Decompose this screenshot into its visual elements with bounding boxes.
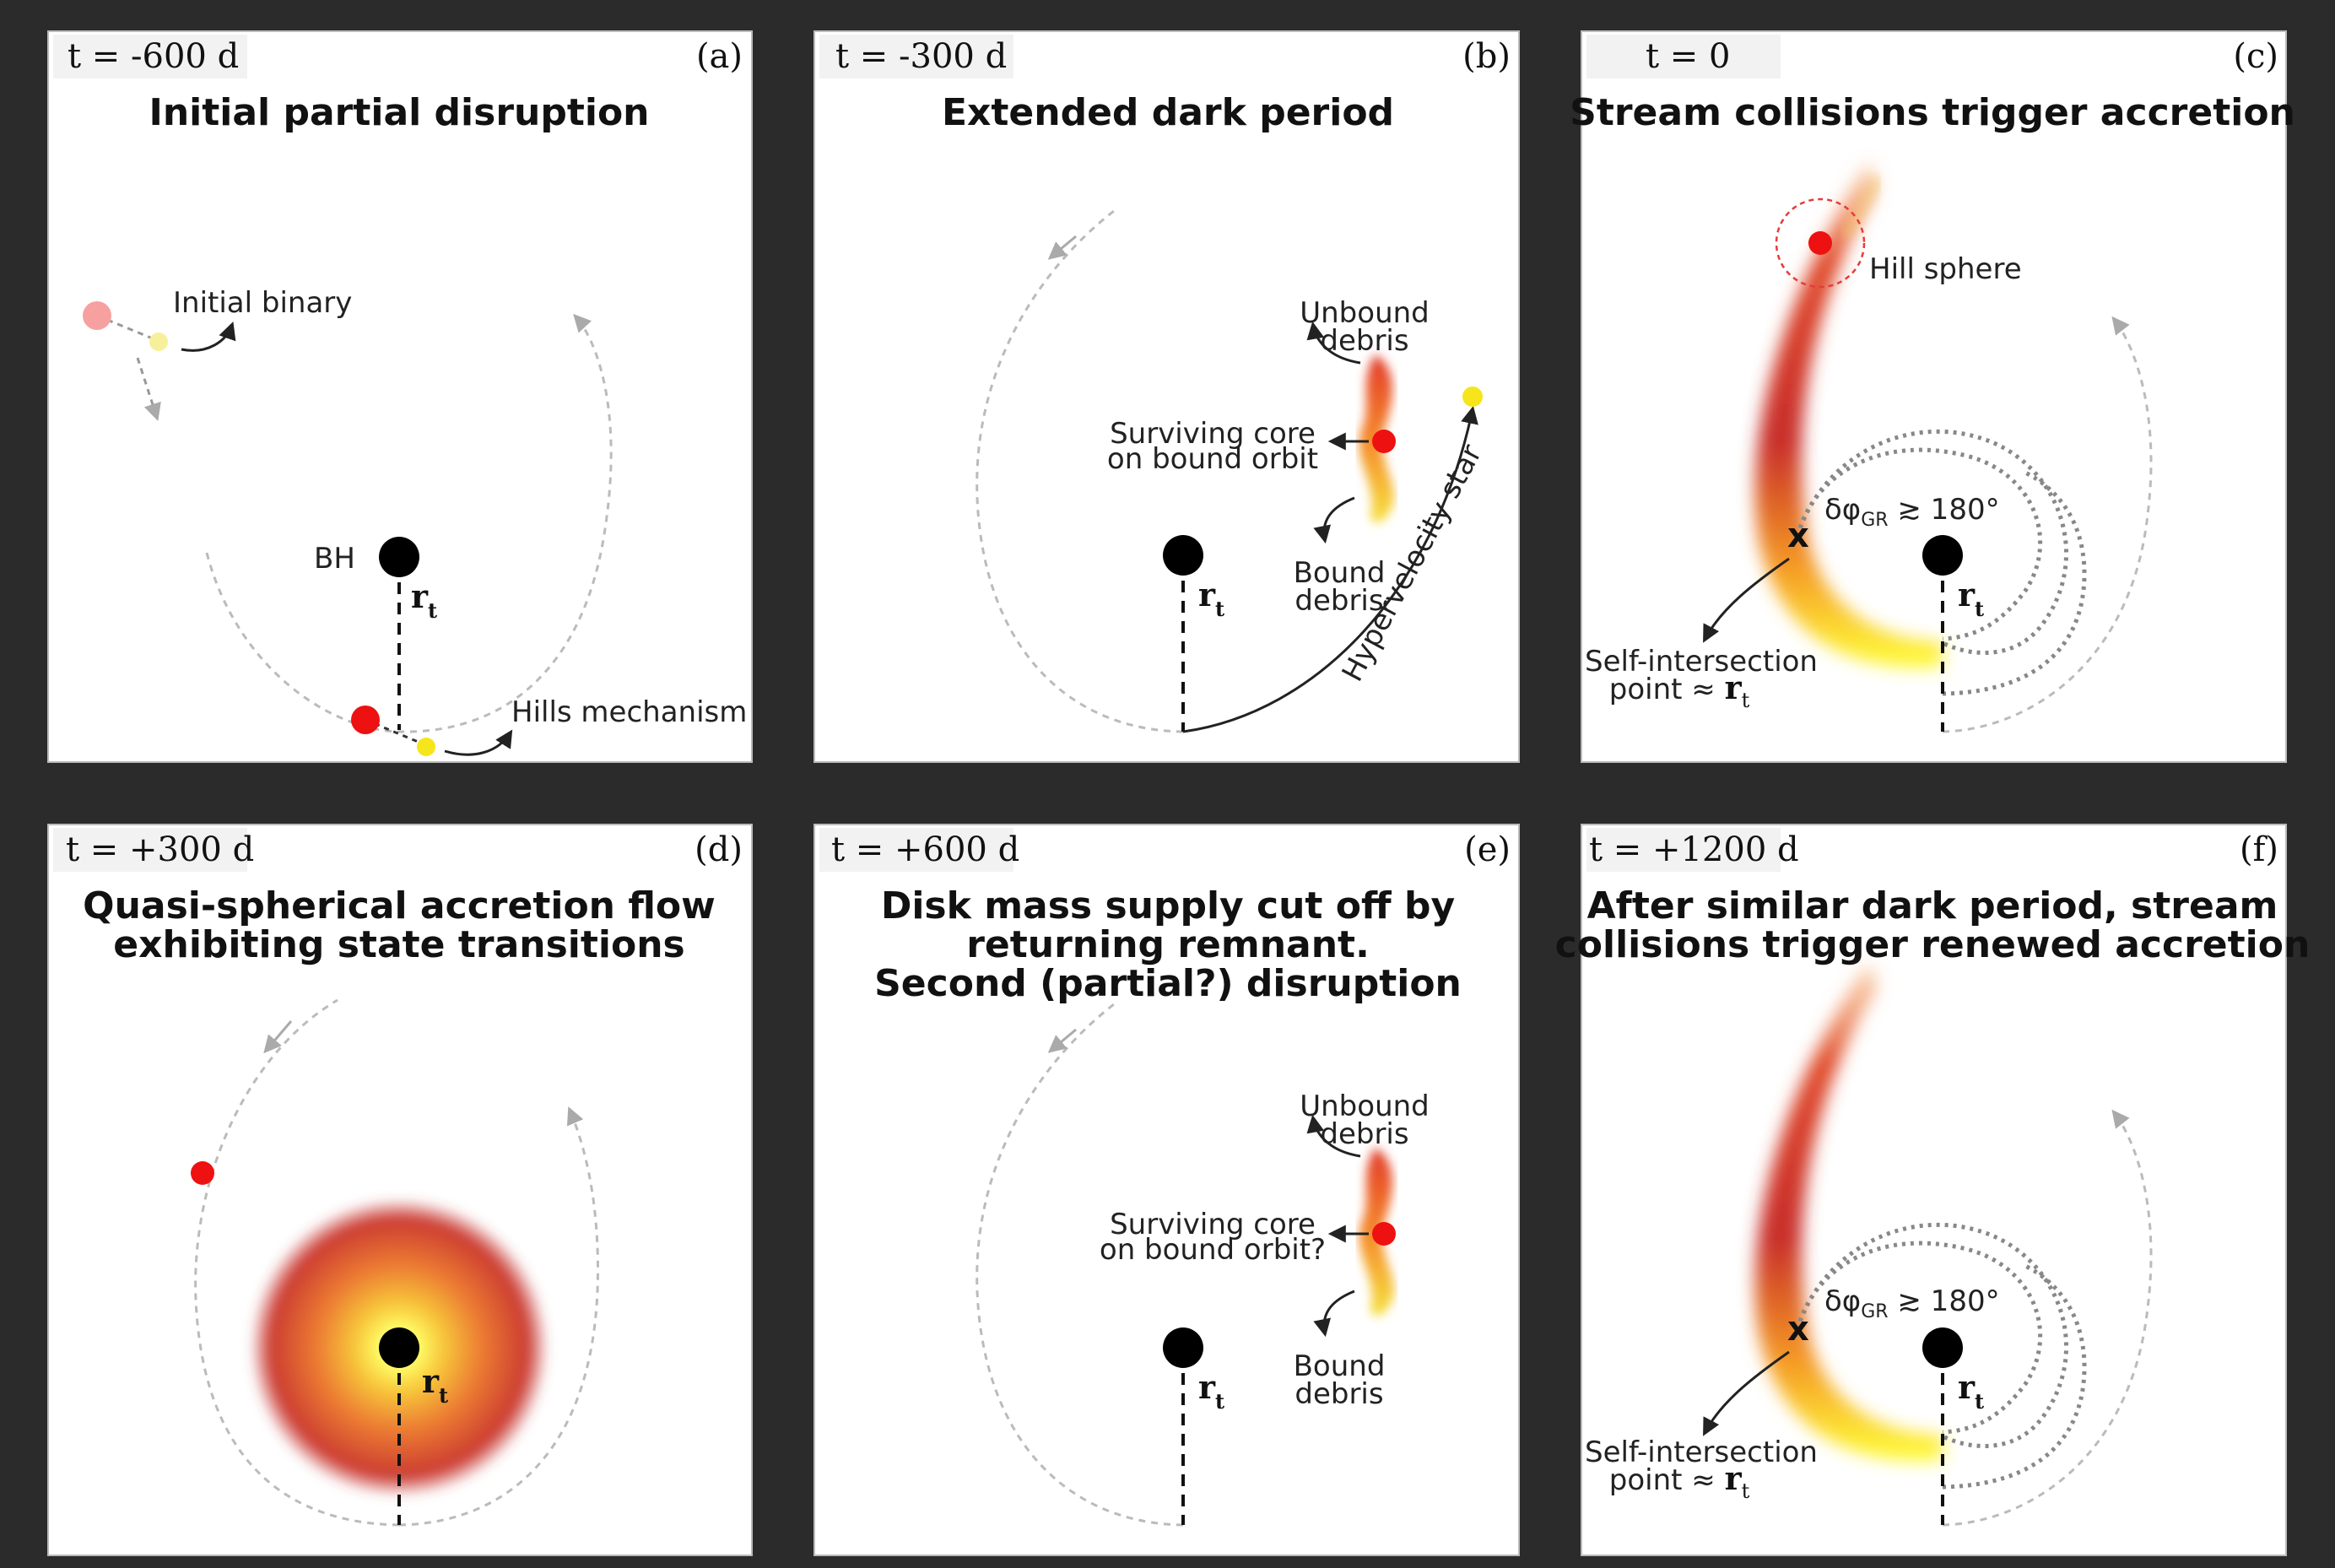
panel-f-stream (1754, 962, 1943, 1462)
binary-star-secondary (149, 333, 168, 351)
panel-d: t = +300 d (d) Quasi-spherical accretion… (47, 824, 753, 1556)
panel-b-frame (813, 30, 1520, 763)
panel-a-orbit (205, 313, 613, 733)
panel-b: t = -300 d (b) Extended dark period Unbo… (813, 30, 1520, 763)
star-core (1808, 231, 1832, 255)
hill-sphere-label: Hill sphere (1869, 252, 2022, 286)
panel-a-frame (47, 30, 753, 763)
panel-e-orbit (976, 1003, 1184, 1527)
panel-e-letter: (e) (1464, 830, 1511, 869)
surviving-core (1372, 430, 1396, 453)
self-intersection-mark: x (1787, 516, 1809, 555)
panel-a-letter: (a) (696, 37, 743, 76)
rt-label: rt (1198, 576, 1224, 621)
hills-arrow (444, 729, 513, 756)
bh (379, 537, 419, 577)
panel-f-orbit (1942, 1109, 2153, 1527)
panel-c-title: Stream collisions trigger accretion (1570, 91, 2295, 134)
rt-label: rt (411, 577, 437, 623)
panel-c: t = 0 (c) Stream collisions trigger accr… (1570, 30, 2295, 763)
hills-companion (417, 738, 435, 756)
panel-c-frame (1581, 30, 2287, 763)
dphi-label: δφGR ≳ 180° (1824, 493, 2000, 531)
panel-c-letter: (c) (2233, 37, 2278, 76)
panel-b-orbit (976, 209, 1184, 733)
surviving-core (1372, 1222, 1396, 1246)
self-intersection-mark: x (1787, 1310, 1809, 1349)
panel-e-time: t = +600 d (831, 830, 1019, 869)
panel-c-stream (1754, 160, 1943, 668)
panel-a: t = -600 d (a) Initial partial disruptio… (47, 30, 753, 763)
panel-f: t = +1200 d (f) After similar dark perio… (1555, 824, 2311, 1556)
returning-star (191, 1161, 214, 1185)
precessing-orbits (1795, 429, 2087, 696)
panel-e-frame (813, 824, 1520, 1556)
bh-label: BH (314, 542, 355, 576)
hypervelocity-path (1182, 405, 1478, 733)
rt-label: rt (1958, 1368, 1984, 1414)
panel-d-orbit (398, 1106, 599, 1527)
bh (1922, 1327, 1963, 1368)
panel-a-title: Initial partial disruption (149, 91, 649, 134)
bh (1163, 1327, 1203, 1368)
panel-d-time: t = +300 d (66, 830, 254, 869)
panel-f-time: t = +1200 d (1589, 830, 1799, 869)
bh (1163, 535, 1203, 576)
panel-d-letter: (d) (695, 830, 743, 869)
rt-label: rt (422, 1362, 448, 1408)
panel-b-time: t = -300 d (835, 37, 1007, 76)
bh (1922, 535, 1963, 576)
panel-f-frame (1581, 824, 2287, 1556)
panel-b-letter: (b) (1462, 37, 1511, 76)
bh (379, 1327, 419, 1368)
panel-a-time: t = -600 d (68, 37, 239, 76)
initial-binary-label: Initial binary (173, 286, 352, 320)
hills-label: Hills mechanism (511, 695, 747, 729)
panel-e: t = +600 d (e) Disk mass supply cut off … (813, 824, 1520, 1556)
binary-star-primary (83, 301, 111, 330)
panel-c-orbit (1942, 316, 2153, 733)
rt-label: rt (1198, 1368, 1224, 1414)
hypervelocity-star (1462, 387, 1483, 407)
panel-f-letter: (f) (2240, 830, 2278, 869)
disrupted-star (351, 706, 380, 734)
hill-sphere (1775, 197, 1866, 289)
panel-c-time: t = 0 (1646, 37, 1730, 76)
panel-b-title: Extended dark period (942, 91, 1394, 134)
precessing-orbits (1795, 1222, 2087, 1490)
initial-binary-arrow (181, 322, 236, 352)
rt-label: rt (1958, 576, 1984, 621)
dphi-label: δφGR ≳ 180° (1824, 1284, 2000, 1322)
